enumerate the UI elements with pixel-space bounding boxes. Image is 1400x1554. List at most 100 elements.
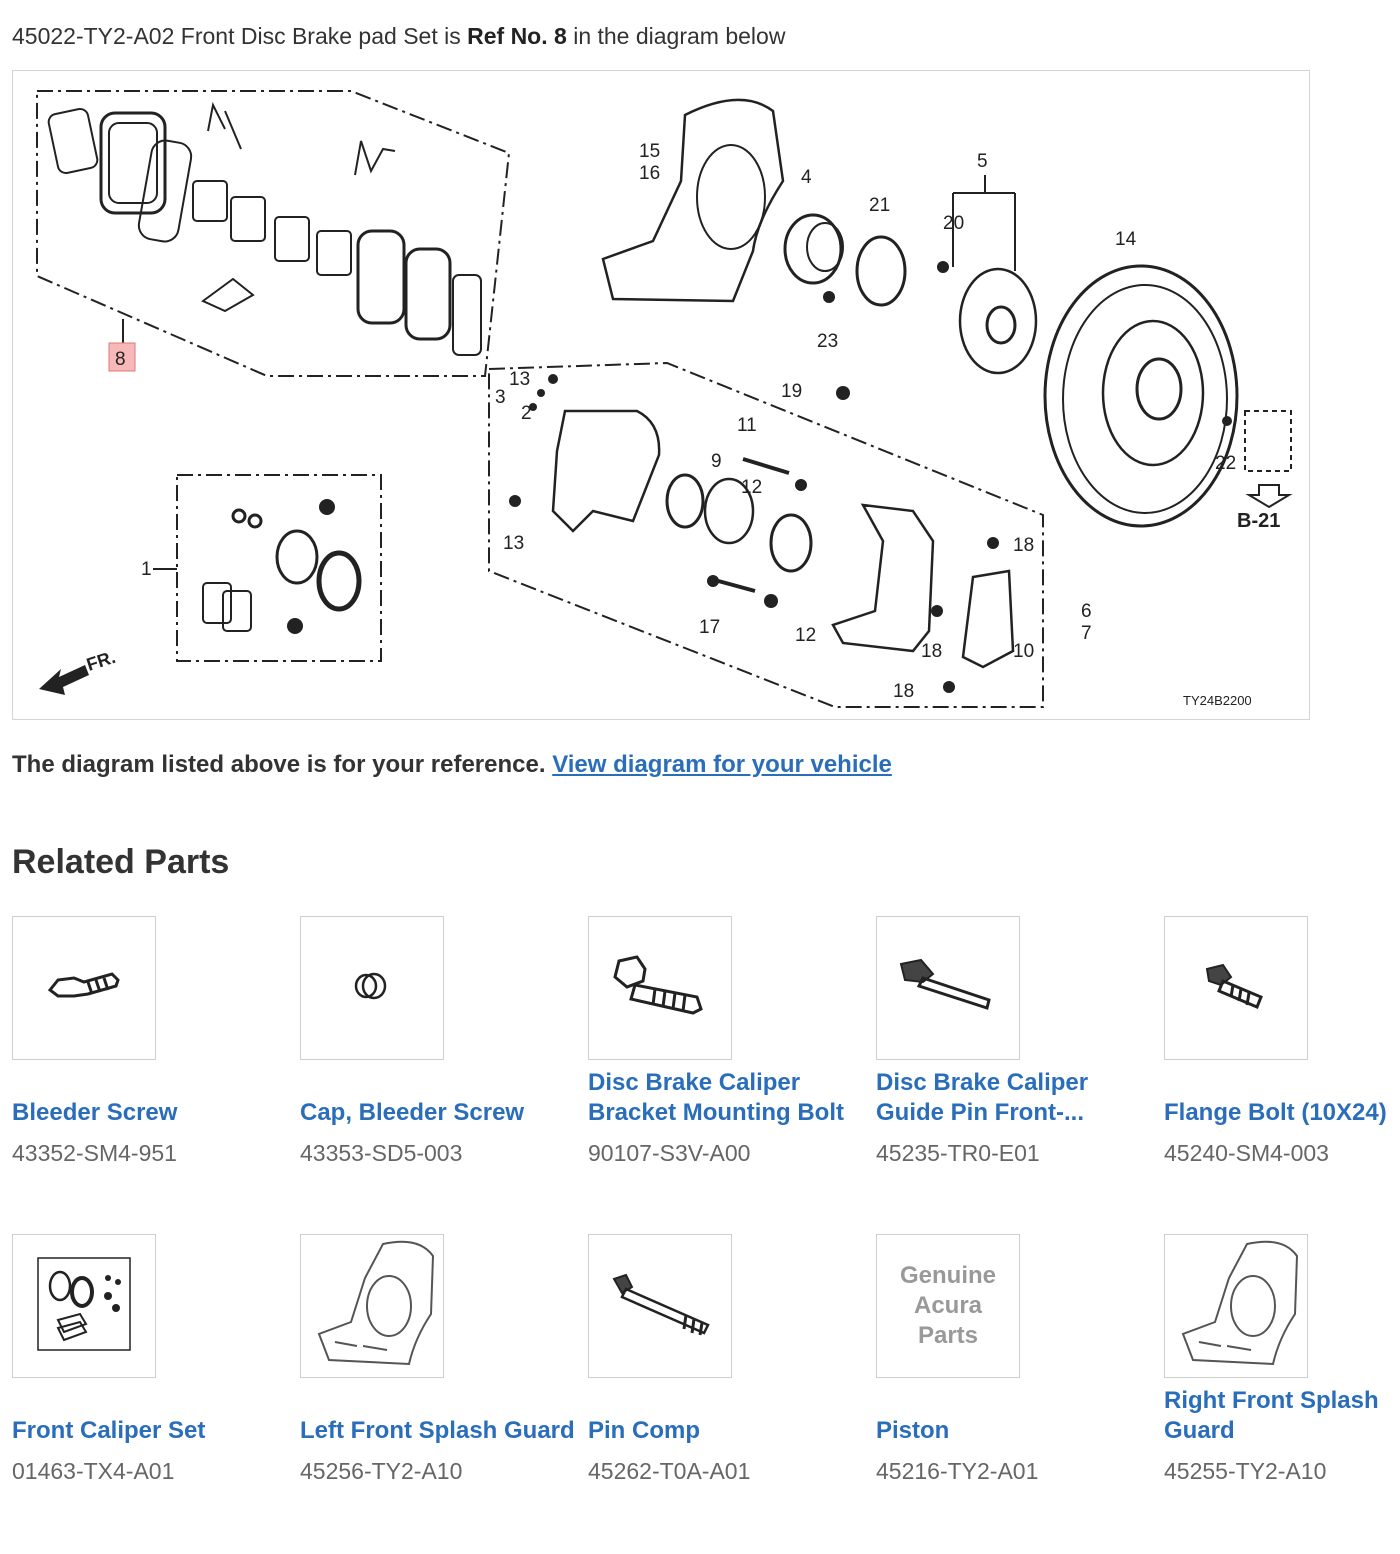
reference-text: The diagram listed above is for your ref… bbox=[12, 751, 553, 778]
part-name-link[interactable]: Disc Brake Caliper Guide Pin Front-... bbox=[876, 1066, 1156, 1128]
part-name-link[interactable]: Flange Bolt (10X24) bbox=[1164, 1066, 1400, 1128]
part-name-text: Bleeder Screw bbox=[12, 1099, 178, 1126]
ref-label-18-a: 18 bbox=[1013, 535, 1034, 556]
ref-label-23: 23 bbox=[817, 331, 838, 352]
ref-label-17: 17 bbox=[699, 617, 720, 638]
intro-part-desc: Front Disc Brake pad Set is bbox=[174, 23, 468, 49]
ref-label-18-c: 18 bbox=[893, 681, 914, 702]
related-part-card[interactable]: Disc Brake Caliper Guide Pin Front-... 45… bbox=[876, 916, 1156, 1216]
ref-label-6: 6 bbox=[1081, 601, 1092, 622]
ref-label-2: 2 bbox=[521, 403, 532, 424]
ref-label-13-top: 13 bbox=[509, 369, 530, 390]
intro-suffix: in the diagram below bbox=[566, 23, 786, 49]
part-name-text: Cap, Bleeder Screw bbox=[300, 1099, 525, 1126]
part-thumbnail[interactable] bbox=[1164, 916, 1308, 1060]
part-number: 45235-TR0-E01 bbox=[876, 1140, 1040, 1166]
front-direction-label: FR. bbox=[84, 647, 118, 675]
diagram-reference-note: The diagram listed above is for your ref… bbox=[12, 748, 892, 782]
part-name-link[interactable]: Front Caliper Set bbox=[12, 1384, 292, 1446]
part-name-text: Piston bbox=[876, 1417, 950, 1444]
part-thumbnail[interactable] bbox=[876, 916, 1020, 1060]
ref-label-11: 11 bbox=[737, 415, 757, 436]
part-name-link[interactable]: Disc Brake Caliper Bracket Mounting Bolt bbox=[588, 1066, 868, 1128]
ref-label-12-bottom: 12 bbox=[795, 625, 816, 646]
part-number: 45262-T0A-A01 bbox=[588, 1458, 751, 1484]
part-thumbnail[interactable] bbox=[588, 1234, 732, 1378]
part-thumbnail[interactable] bbox=[12, 916, 156, 1060]
part-name-text: Flange Bolt (10X24) bbox=[1164, 1099, 1387, 1126]
ref-label-15: 15 bbox=[639, 141, 660, 162]
part-thumbnail[interactable]: Genuine Acura Parts bbox=[876, 1234, 1020, 1378]
diagram-code: TY24B2200 bbox=[1183, 693, 1252, 708]
splash-guard-icon bbox=[1171, 1234, 1301, 1379]
ref-label-12-top: 12 bbox=[741, 477, 762, 498]
part-name-link[interactable]: Left Front Splash Guard bbox=[300, 1384, 580, 1446]
part-thumbnail[interactable] bbox=[1164, 1234, 1308, 1378]
ref-label-18-b: 18 bbox=[921, 641, 942, 662]
bleeder-cap-icon bbox=[352, 970, 392, 1007]
ref-label-8: 8 bbox=[115, 349, 126, 370]
ref-label-3: 3 bbox=[495, 387, 506, 408]
ref-label-19: 19 bbox=[781, 381, 802, 402]
flange-bolt-icon bbox=[1201, 961, 1271, 1016]
ref-label-13-bottom: 13 bbox=[503, 533, 524, 554]
part-number: 45256-TY2-A10 bbox=[300, 1458, 463, 1484]
related-part-card[interactable]: Disc Brake Caliper Bracket Mounting Bolt… bbox=[588, 916, 868, 1216]
related-part-card[interactable]: Right Front Splash Guard 45255-TY2-A10 bbox=[1164, 1234, 1400, 1534]
ref-label-9: 9 bbox=[711, 451, 722, 472]
ref-label-5: 5 bbox=[977, 151, 988, 172]
related-part-card[interactable]: Left Front Splash Guard 45256-TY2-A10 bbox=[300, 1234, 580, 1534]
intro-ref-label: Ref No. 8 bbox=[467, 23, 567, 49]
ref-label-20: 20 bbox=[943, 213, 964, 234]
part-number: 45240-SM4-003 bbox=[1164, 1140, 1329, 1166]
ref-label-b21: B-21 bbox=[1237, 510, 1280, 532]
intro-text: 45022-TY2-A02 Front Disc Brake pad Set i… bbox=[12, 20, 1372, 52]
part-name-text: Pin Comp bbox=[588, 1417, 700, 1444]
intro-part-number: 45022-TY2-A02 bbox=[12, 23, 175, 49]
related-part-card[interactable]: Flange Bolt (10X24) 45240-SM4-003 bbox=[1164, 916, 1400, 1216]
related-parts-heading: Related Parts bbox=[12, 843, 230, 881]
part-number: 45216-TY2-A01 bbox=[876, 1458, 1039, 1484]
bleeder-screw-icon bbox=[44, 966, 124, 1011]
part-name-text: Disc Brake Caliper Bracket Mounting Bolt bbox=[588, 1069, 844, 1126]
part-thumbnail[interactable] bbox=[300, 1234, 444, 1378]
part-thumbnail[interactable] bbox=[588, 916, 732, 1060]
part-name-link[interactable]: Pin Comp bbox=[588, 1384, 868, 1446]
ref-label-16: 16 bbox=[639, 163, 660, 184]
part-thumbnail[interactable] bbox=[12, 1234, 156, 1378]
ref-label-14: 14 bbox=[1115, 229, 1137, 250]
part-number: 45255-TY2-A10 bbox=[1164, 1458, 1327, 1484]
part-number: 43353-SD5-003 bbox=[300, 1140, 463, 1166]
parts-diagram-drawing: 8 15 16 4 21 5 20 14 23 13 3 2 19 11 9 1… bbox=[36, 90, 1293, 708]
mounting-bolt-icon bbox=[605, 951, 715, 1026]
ref-label-10: 10 bbox=[1013, 641, 1034, 662]
part-number: 90107-S3V-A00 bbox=[588, 1140, 751, 1166]
ref-label-22: 22 bbox=[1215, 453, 1236, 474]
part-name-text: Front Caliper Set bbox=[12, 1417, 206, 1444]
part-name-link[interactable]: Right Front Splash Guard bbox=[1164, 1384, 1400, 1446]
part-name-link[interactable]: Cap, Bleeder Screw bbox=[300, 1066, 580, 1128]
splash-guard-icon bbox=[307, 1234, 437, 1379]
part-thumbnail[interactable] bbox=[300, 916, 444, 1060]
ref-label-1: 1 bbox=[141, 559, 152, 580]
related-part-card[interactable]: Front Caliper Set 01463-TX4-A01 bbox=[12, 1234, 292, 1534]
parts-diagram: 8 15 16 4 21 5 20 14 23 13 3 2 19 11 9 1… bbox=[12, 70, 1310, 720]
pin-comp-icon bbox=[600, 1269, 720, 1344]
part-number: 01463-TX4-A01 bbox=[12, 1458, 175, 1484]
ref-label-21: 21 bbox=[869, 195, 890, 216]
ref-label-7: 7 bbox=[1081, 623, 1092, 644]
view-diagram-link[interactable]: View diagram for your vehicle bbox=[552, 751, 892, 778]
part-number: 43352-SM4-951 bbox=[12, 1140, 177, 1166]
related-part-card[interactable]: Cap, Bleeder Screw 43353-SD5-003 bbox=[300, 916, 580, 1216]
part-name-link[interactable]: Piston bbox=[876, 1384, 1156, 1446]
part-name-text: Right Front Splash Guard bbox=[1164, 1387, 1379, 1444]
part-name-link[interactable]: Bleeder Screw bbox=[12, 1066, 292, 1128]
caliper-set-icon bbox=[36, 1256, 132, 1357]
ref-label-4: 4 bbox=[801, 167, 812, 188]
related-part-card[interactable]: Pin Comp 45262-T0A-A01 bbox=[588, 1234, 868, 1534]
part-name-text: Left Front Splash Guard bbox=[300, 1417, 575, 1444]
thumbnail-placeholder-text: Genuine Acura Parts bbox=[899, 1262, 996, 1349]
related-part-card[interactable]: Bleeder Screw 43352-SM4-951 bbox=[12, 916, 292, 1216]
guide-pin-icon bbox=[893, 956, 1003, 1021]
